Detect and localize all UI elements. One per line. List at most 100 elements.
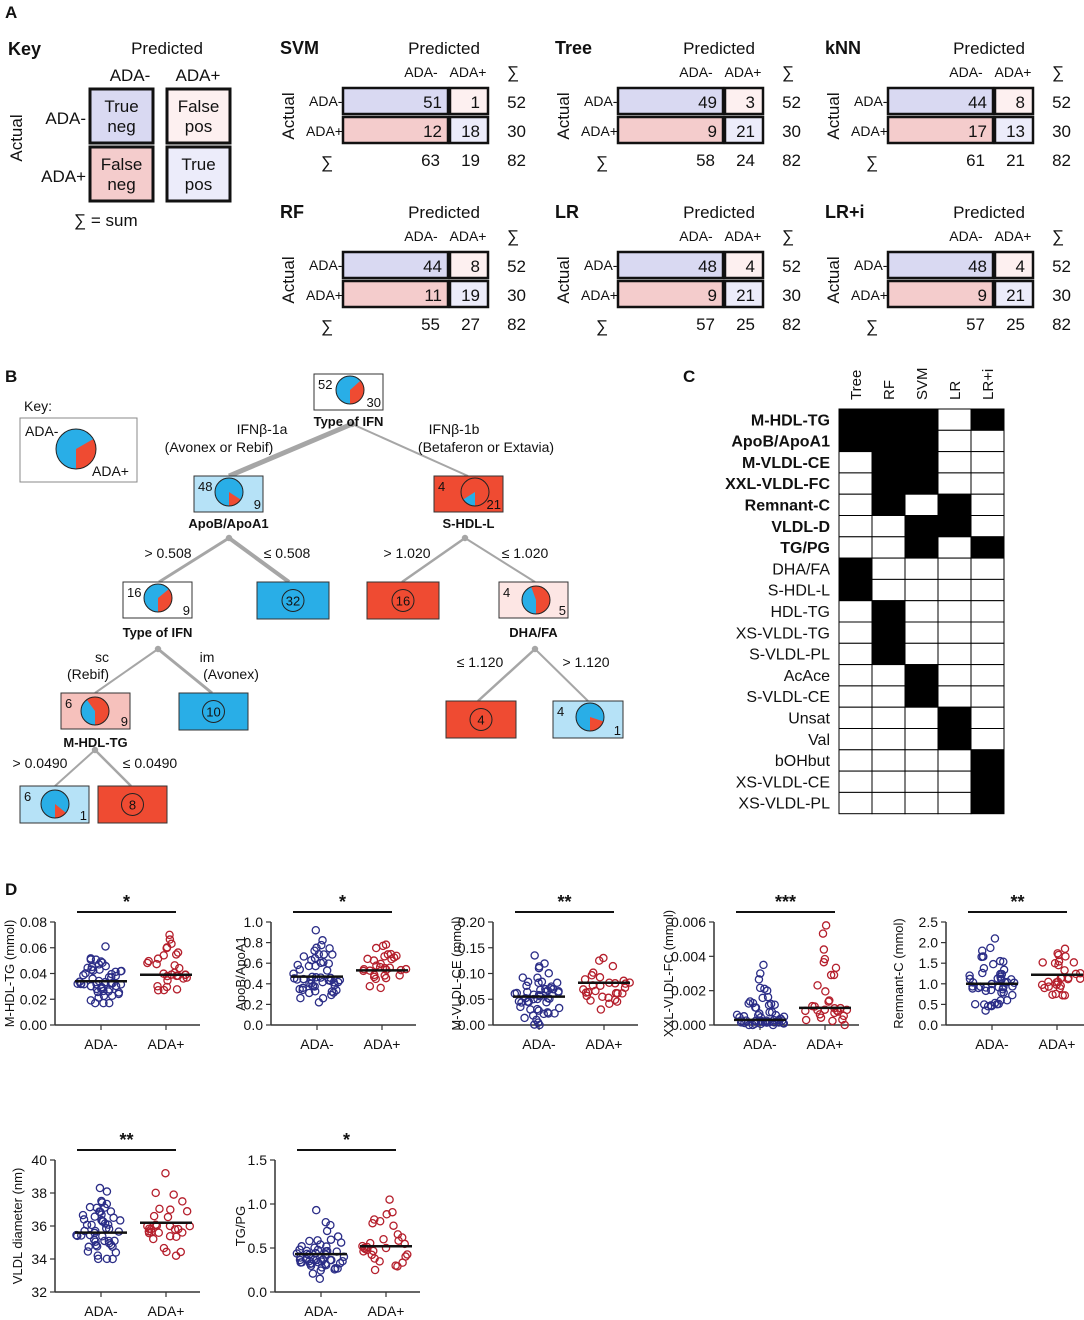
data-point-ada-neg	[732, 1010, 742, 1020]
selected-cell	[871, 472, 906, 495]
empty-cell	[937, 791, 972, 815]
empty-cell	[904, 770, 939, 793]
data-point-ada-neg	[102, 1187, 112, 1196]
pie-slice-ada-pos	[350, 380, 364, 404]
data-point-ada-pos	[174, 963, 184, 973]
selected-cell	[838, 429, 873, 453]
data-point-ada-neg	[316, 1240, 325, 1249]
node-ada-neg-count: 4	[438, 479, 445, 494]
data-point-ada-pos	[403, 1250, 412, 1259]
y-tick-label: 36	[31, 1218, 47, 1234]
tree-edge	[534, 648, 589, 702]
data-point-ada-neg	[523, 977, 533, 987]
key-predicted-label: Predicted	[131, 39, 203, 58]
data-point-ada-pos	[176, 1247, 185, 1257]
row-label: AcAce	[784, 668, 830, 685]
data-point-ada-neg	[518, 973, 528, 982]
selected-cell	[970, 536, 1005, 559]
empty-cell	[937, 578, 972, 602]
pie-outline	[143, 583, 173, 613]
data-point-ada-neg	[544, 1009, 553, 1018]
actual-label: Actual	[824, 256, 843, 303]
node-ada-neg-count: 6	[65, 696, 72, 711]
data-point-ada-neg	[312, 1255, 321, 1265]
row-sum-symbol: ∑	[596, 153, 608, 172]
actual-label: Actual	[554, 256, 573, 303]
data-point-ada-neg	[297, 1258, 307, 1267]
actual-label: Actual	[279, 256, 298, 303]
y-tick-label: 2.0	[919, 935, 939, 951]
data-point-ada-pos	[582, 991, 592, 1001]
data-point-ada-neg	[100, 1236, 109, 1246]
data-point-ada-neg	[981, 986, 991, 996]
false-neg-value: 9	[708, 286, 717, 305]
pie-chart	[460, 477, 490, 507]
true-pos-value: 19	[461, 286, 480, 305]
empty-cell	[871, 706, 906, 730]
data-point-ada-pos	[587, 971, 597, 980]
data-point-ada-neg	[744, 999, 753, 1008]
data-point-ada-neg	[85, 1202, 95, 1212]
data-point-ada-neg	[977, 946, 987, 956]
data-point-ada-pos	[819, 945, 829, 954]
edge-label-type2-left: sc	[95, 649, 109, 665]
empty-cell	[937, 472, 972, 495]
data-point-ada-neg	[993, 974, 1002, 983]
data-point-ada-pos	[149, 1234, 158, 1244]
y-tick-label: 0.08	[20, 914, 47, 930]
data-point-ada-pos	[153, 985, 163, 995]
empty-cell	[904, 600, 939, 623]
data-point-ada-neg	[318, 993, 328, 1003]
y-axis-label: ApoB/ApoA1	[233, 936, 248, 1010]
empty-cell	[838, 451, 873, 474]
node-split-label: Type of IFN	[314, 414, 384, 429]
tree-edge	[477, 648, 536, 702]
data-point-ada-neg	[296, 993, 305, 1003]
data-point-ada-neg	[530, 951, 539, 960]
row-neg-label: ADA-	[584, 93, 618, 109]
data-point-ada-pos	[586, 996, 595, 1005]
false-pos-cell	[993, 86, 1035, 116]
data-point-ada-pos	[1061, 952, 1070, 961]
row-neg-label: ADA-	[854, 257, 888, 273]
col-pos-label: ADA+	[995, 64, 1032, 80]
key-false-pos-text-2: pos	[185, 117, 212, 136]
selected-cell	[937, 493, 972, 517]
data-point-ada-pos	[381, 1243, 391, 1253]
edge-label-root-left-2: (Avonex or Rebif)	[165, 439, 274, 455]
data-point-ada-neg	[755, 983, 765, 993]
selected-cell	[904, 451, 939, 474]
false-neg-cell	[341, 115, 450, 145]
data-point-ada-neg	[108, 1254, 117, 1264]
data-point-ada-neg	[108, 1242, 117, 1251]
y-tick-label: 0.6	[244, 955, 264, 971]
tree-edge	[351, 423, 469, 477]
empty-cell	[838, 770, 873, 793]
tree-key-pie	[55, 428, 97, 470]
row-label: Val	[808, 732, 830, 749]
pie-chart	[575, 702, 605, 732]
data-point-ada-neg	[1008, 990, 1017, 1000]
empty-cell	[838, 493, 873, 517]
x-tick-label-pos: ADA+	[1039, 1036, 1076, 1052]
data-point-ada-pos	[162, 943, 171, 953]
node-ada-neg-count: 6	[24, 789, 31, 804]
selected-cell	[904, 536, 939, 559]
tree-edge	[54, 749, 96, 787]
predicted-label: Predicted	[683, 203, 755, 222]
pie-chart	[335, 375, 365, 405]
row-label: M-VLDL-CE	[742, 455, 830, 472]
data-point-ada-neg	[293, 960, 302, 970]
data-point-ada-neg	[999, 957, 1008, 966]
row-pos-sum: 30	[782, 122, 801, 141]
col-neg-sum: 57	[696, 315, 715, 334]
data-point-ada-neg	[754, 975, 764, 984]
data-point-ada-neg	[318, 936, 327, 945]
data-point-ada-neg	[761, 1017, 770, 1027]
data-point-ada-neg	[554, 986, 563, 996]
data-point-ada-neg	[990, 934, 1000, 943]
